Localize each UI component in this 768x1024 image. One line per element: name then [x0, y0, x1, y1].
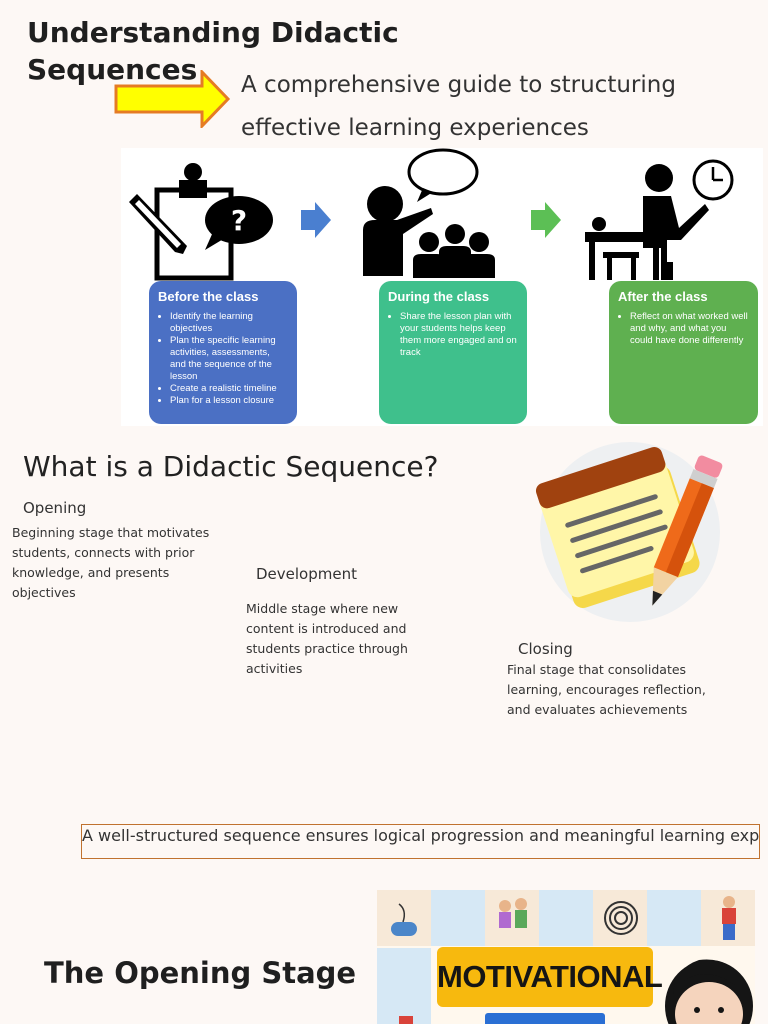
card-item: Create a realistic timeline: [170, 383, 288, 395]
card-title: After the class: [618, 289, 708, 304]
card-title: During the class: [388, 289, 490, 304]
arrow-right-icon: [531, 202, 561, 238]
opening-stage-heading: The Opening Stage: [44, 956, 357, 990]
clipboard-question-icon: ?: [129, 163, 273, 281]
cartoon-boy-icon: [665, 959, 753, 1024]
page-subtitle: A comprehensive guide to structuring eff…: [241, 72, 676, 141]
page-title: Understanding Didactic Sequences: [27, 16, 399, 86]
lesson-phases-infographic: ? Before the class Identify the le: [121, 148, 763, 426]
arrow-right-icon: [301, 202, 331, 238]
gamepad-icon: [391, 903, 417, 936]
maze-icon: [604, 901, 638, 935]
children-icon: [499, 898, 527, 928]
card-item: Identify the learning objectives: [170, 311, 288, 335]
notepad-pencil-icon: [535, 442, 723, 622]
card-item: Reflect on what worked well and why, and…: [630, 311, 749, 347]
svg-text:?: ?: [231, 204, 247, 237]
stage-title-development: Development: [256, 565, 357, 583]
before-class-card: Before the class Identify the learning o…: [149, 281, 297, 424]
stage-title-closing: Closing: [518, 640, 573, 658]
during-class-card: During the class Share the lesson plan w…: [379, 281, 527, 424]
card-item: Plan for a lesson closure: [170, 395, 288, 407]
callout-box: A well-structured sequence ensures logic…: [81, 824, 760, 859]
card-item: Plan the specific learning activities, a…: [170, 335, 288, 383]
stage-description-development: Middle stage where new content is introd…: [246, 601, 408, 676]
stage-title-opening: Opening: [23, 499, 87, 517]
after-class-card: After the class Reflect on what worked w…: [609, 281, 758, 424]
teacher-students-icon: [363, 148, 495, 278]
stage-description-opening: Beginning stage that motivates students,…: [12, 525, 210, 600]
card-title: Before the class: [158, 289, 259, 304]
kids-icon: [722, 896, 736, 940]
arrow-right-icon: [114, 70, 231, 128]
student-desk-clock-icon: [585, 159, 734, 280]
stage-description-closing: Final stage that consolidates learning, …: [507, 662, 706, 717]
puzzle-icon: [399, 1016, 413, 1024]
banner-strip: [485, 1013, 605, 1024]
motivational-image: MOTIVATIONAL: [377, 890, 755, 1024]
card-item: Share the lesson plan with your students…: [400, 311, 518, 359]
section-heading: What is a Didactic Sequence?: [23, 450, 439, 483]
motivational-banner: MOTIVATIONAL: [437, 947, 663, 1007]
